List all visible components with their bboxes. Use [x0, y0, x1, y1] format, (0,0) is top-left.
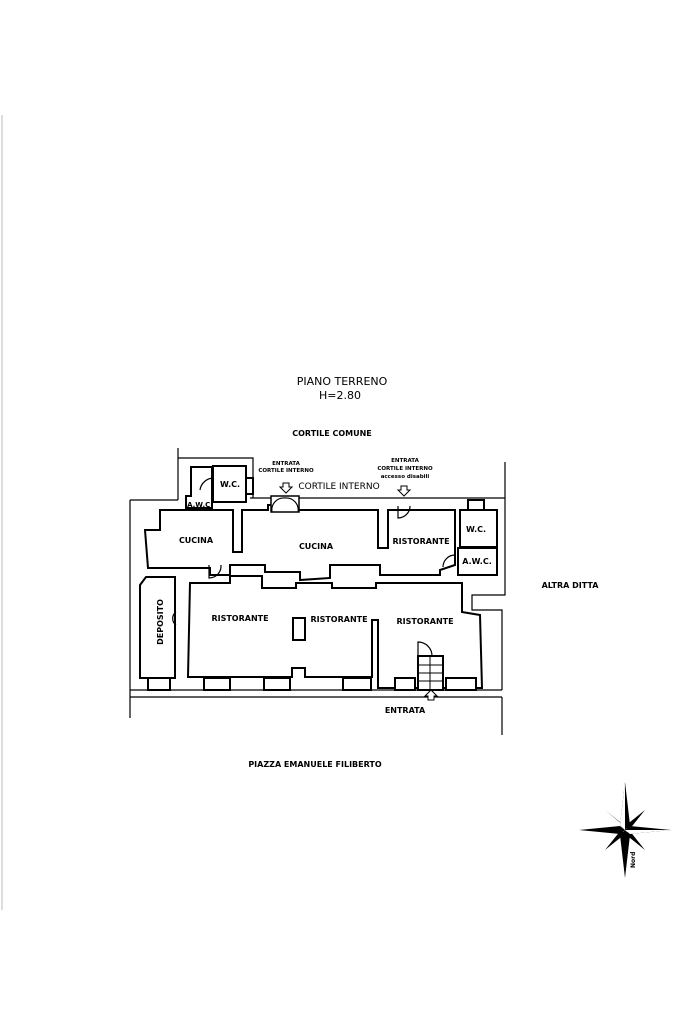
- room-awc-right: [457, 547, 498, 576]
- room-label: CUCINA: [299, 542, 334, 551]
- altra-ditta-label: ALTRA DITTA: [542, 581, 600, 590]
- window: [467, 499, 485, 511]
- window: [245, 477, 254, 495]
- compass-label: Nord: [630, 852, 637, 868]
- room-label: RISTORANTE: [211, 614, 268, 623]
- room-label: W.C.: [220, 480, 240, 489]
- room-label: A.W.C.: [187, 501, 213, 509]
- room-wc-left: [212, 465, 247, 503]
- cortile-comune-label: CORTILE COMUNE: [292, 429, 372, 438]
- room-label: DEPOSITO: [156, 599, 165, 645]
- arrow-down-icon: [396, 485, 412, 497]
- doors: [172, 477, 456, 657]
- pillar: [292, 617, 306, 641]
- piazza-label: PIAZZA EMANUELE FILIBERTO: [248, 760, 382, 769]
- room-label: RISTORANTE: [310, 615, 367, 624]
- entrance-left-label: CORTILE INTERNO: [258, 468, 314, 474]
- cortile-interno-label: CORTILE INTERNO: [298, 482, 379, 492]
- arrow-up-icon: [423, 689, 439, 701]
- main-entrance-label: ENTRATA: [385, 706, 426, 715]
- entrance-stairs: [417, 655, 444, 691]
- south-windows: [147, 677, 477, 691]
- arrow-down-icon: [278, 482, 294, 494]
- entrance-right-label: accesso disabili: [381, 474, 430, 480]
- room-label: W.C.: [466, 525, 486, 534]
- compass-rose-icon: Nord: [579, 782, 671, 878]
- plan-title: PIANO TERRENO: [297, 375, 388, 388]
- height-label: H=2.80: [319, 389, 361, 402]
- room-label: RISTORANTE: [392, 537, 449, 546]
- room-label: RISTORANTE: [396, 617, 453, 626]
- entrance-right-label: ENTRATA: [391, 458, 420, 464]
- entrance-right-label: CORTILE INTERNO: [377, 466, 433, 472]
- room-cucina-north: [143, 504, 456, 582]
- room-label: CUCINA: [179, 536, 214, 545]
- room-ristorante-south: [186, 575, 484, 689]
- entrance-left-label: ENTRATA: [272, 461, 301, 467]
- room-label: A.W.C.: [462, 557, 492, 566]
